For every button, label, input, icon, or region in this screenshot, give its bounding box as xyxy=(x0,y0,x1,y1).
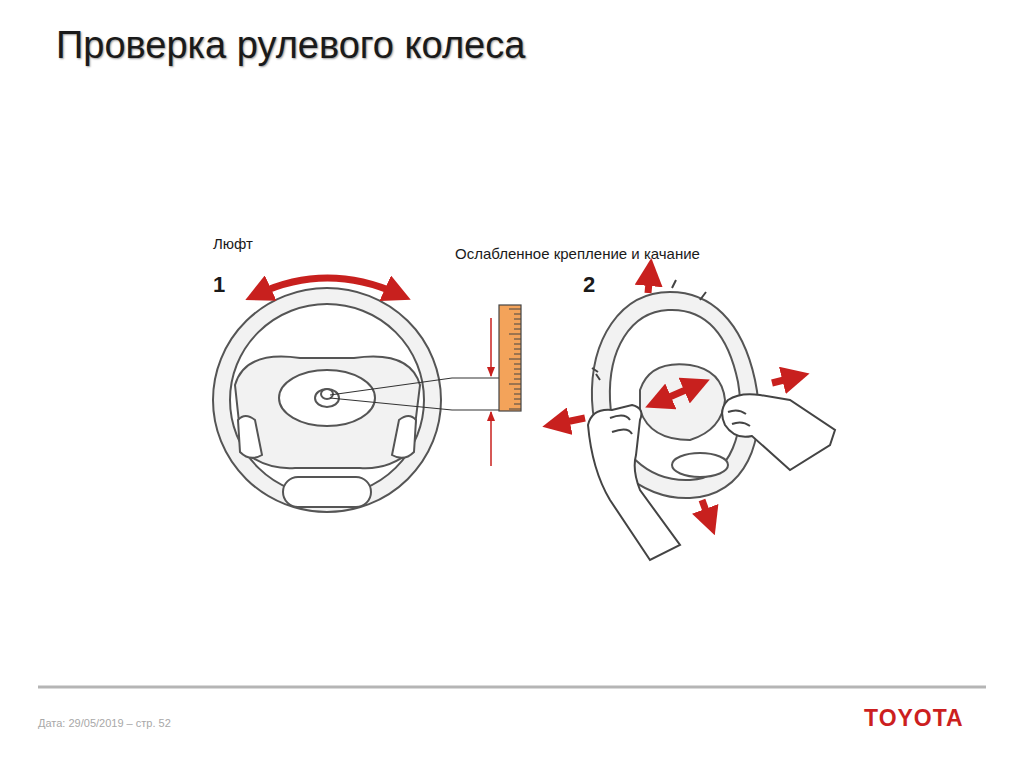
movement-arrows xyxy=(556,272,796,522)
leader-lines xyxy=(330,378,500,410)
slide-title: Проверка рулевого колеса xyxy=(56,24,525,67)
callout-number: 2 xyxy=(583,272,595,298)
section-label: Ослабленное крепление и качание xyxy=(455,245,700,262)
brand-logo: TOYOTA xyxy=(864,705,964,732)
play-arrow xyxy=(258,278,398,294)
hands xyxy=(588,280,835,560)
steering-wheel xyxy=(213,288,441,512)
ruler xyxy=(499,305,521,411)
callout-number: 1 xyxy=(213,272,225,298)
section-label: Люфт xyxy=(213,235,253,252)
measure-arrows xyxy=(490,318,492,466)
footer-rule xyxy=(38,686,986,689)
footer-date: Дата: 29/05/2019 – стр. 52 xyxy=(38,717,171,729)
